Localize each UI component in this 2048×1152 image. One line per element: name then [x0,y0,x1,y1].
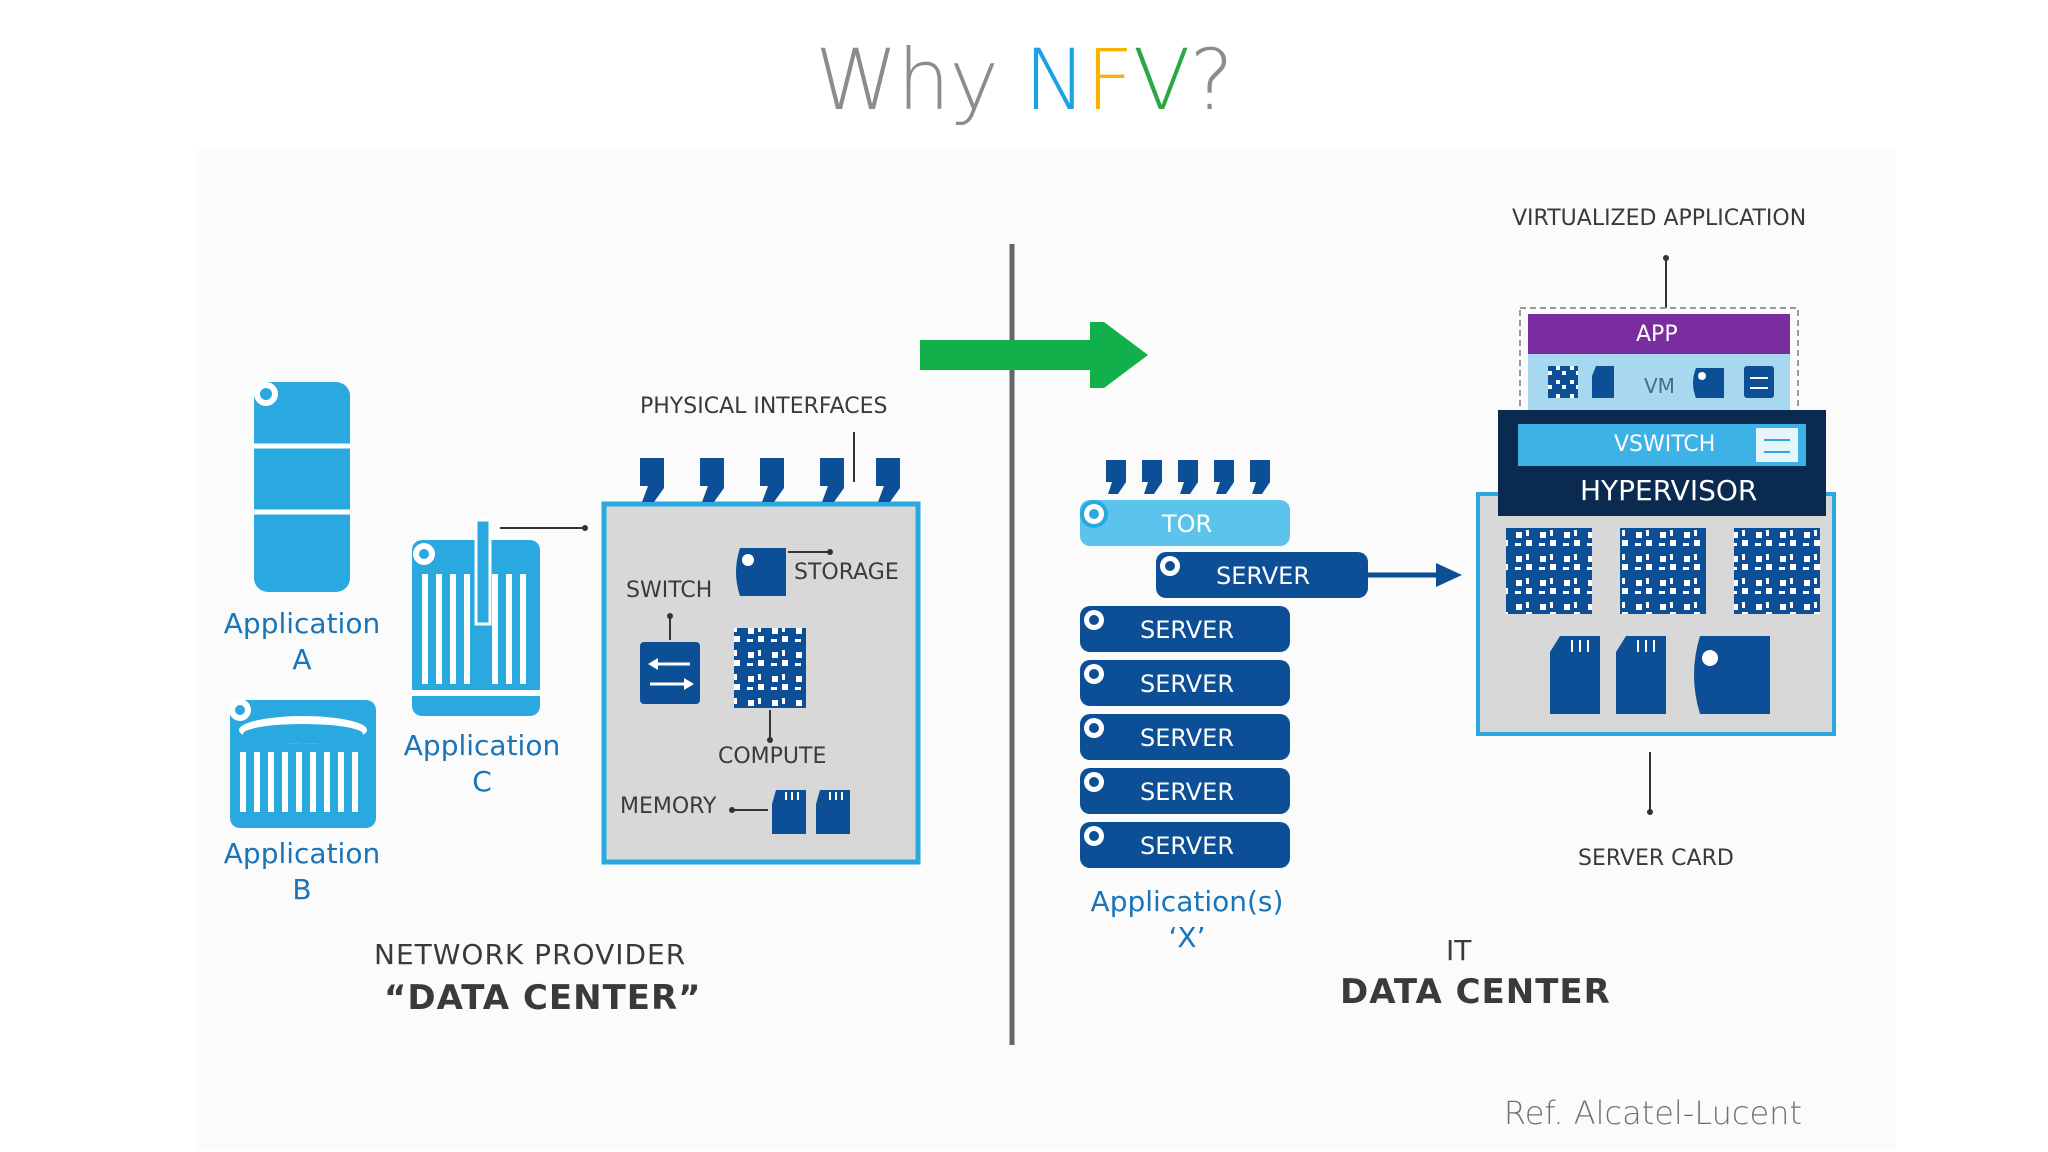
application-c-icon [412,518,588,716]
server-label-5: SERVER [1140,832,1235,860]
application-b-icon [229,699,376,828]
data-center-caption-right: DATA CENTER [1340,972,1611,1012]
physical-interfaces-label: PHYSICAL INTERFACES [640,394,888,419]
application-c-line2: C [472,765,492,798]
server-highlighted [1156,552,1462,598]
hypervisor-label: HYPERVISOR [1580,474,1758,507]
application-b-line1: Application [223,837,381,870]
application-a-icon [254,382,350,592]
title-prefix: Why [815,31,1024,129]
vswitch-label: VSWITCH [1614,432,1716,457]
server-card-label: SERVER CARD [1578,846,1734,871]
server-highlighted-label: SERVER [1216,562,1311,590]
applications-x-line2: ‘X’ [1168,921,1206,954]
app-label: APP [1636,322,1678,347]
title-suffix: ? [1189,31,1234,129]
page-title: Why NFV? [0,30,2048,131]
transition-arrow [920,322,1148,388]
virtualized-application-label: VIRTUALIZED APPLICATION [1512,206,1807,231]
title-f: F [1085,31,1134,129]
application-a-line2: A [292,643,312,676]
it-caption: IT [1446,934,1472,967]
application-b-label: Application B [222,836,382,908]
server-label-1: SERVER [1140,616,1235,644]
network-provider-caption: NETWORK PROVIDER [374,938,687,971]
virtualized-stack [1476,255,1836,815]
tor-bar [1080,500,1290,546]
server-label-3: SERVER [1140,724,1235,752]
applications-x-line1: Application(s) [1090,885,1284,918]
title-v: V [1132,31,1190,129]
memory-label: MEMORY [620,794,717,819]
data-center-caption-left: “DATA CENTER” [384,978,702,1018]
tor-connectors [1106,460,1270,494]
reference-note: Ref. Alcatel-Lucent [1503,1094,1802,1132]
storage-label: STORAGE [794,560,899,585]
title-n: N [1023,31,1087,129]
server-label-2: SERVER [1140,670,1235,698]
compute-label: COMPUTE [718,744,827,769]
tor-label: TOR [1162,510,1213,538]
server-stack [1080,606,1290,868]
server-label-4: SERVER [1140,778,1235,806]
applications-x-label: Application(s) ‘X’ [1082,884,1292,956]
application-a-label: Application A [222,606,382,678]
switch-label: SWITCH [626,578,713,603]
application-b-line2: B [292,873,312,906]
application-c-label: Application C [402,728,562,800]
vm-label: VM [1644,374,1675,398]
physical-server-box [601,432,921,865]
application-c-line1: Application [403,729,561,762]
application-a-line1: Application [223,607,381,640]
